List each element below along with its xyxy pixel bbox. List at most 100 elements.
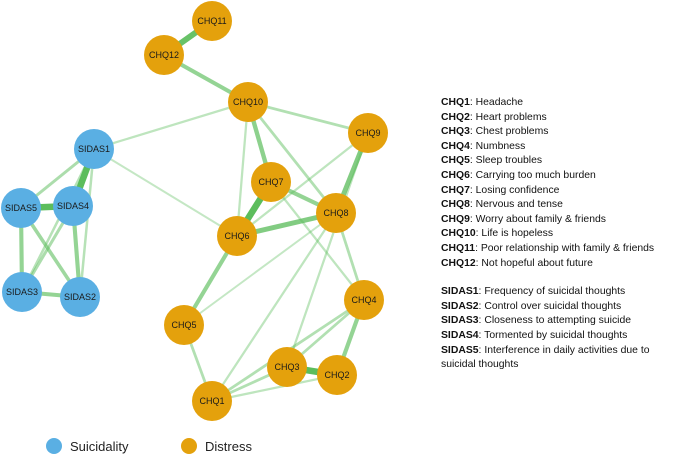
node-circle xyxy=(316,193,356,233)
node-sidas1: SIDAS1 xyxy=(74,129,114,169)
node-label: SIDAS5 xyxy=(5,203,37,213)
node-label: SIDAS3 xyxy=(6,287,38,297)
edge-chq10-chq9 xyxy=(246,100,370,135)
node-circle xyxy=(192,1,232,41)
node-sidas5: SIDAS5 xyxy=(1,188,41,228)
node-label: CHQ8 xyxy=(323,208,348,218)
key-description: : Numbness xyxy=(469,140,526,152)
node-circle xyxy=(144,35,184,75)
node-label: CHQ5 xyxy=(171,320,196,330)
key-row-chq11: CHQ11: Poor relationship with family & f… xyxy=(441,242,671,257)
node-circle xyxy=(60,277,100,317)
key-code: CHQ3 xyxy=(441,126,470,138)
key-row-chq5: CHQ5: Sleep troubles xyxy=(441,154,671,169)
node-circle xyxy=(1,188,41,228)
node-label: CHQ6 xyxy=(224,231,249,241)
node-sidas2: SIDAS2 xyxy=(60,277,100,317)
edge-sidas1-sidas2 xyxy=(78,147,96,299)
key-row-sidas5: SIDAS5: Interference in daily activities… xyxy=(441,344,671,373)
key-row-sidas3: SIDAS3: Closeness to attempting suicide xyxy=(441,314,671,329)
edge-chq10-sidas1 xyxy=(92,100,250,151)
key-row-chq2: CHQ2: Heart problems xyxy=(441,111,671,126)
edge-chq8-chq1 xyxy=(210,211,338,403)
node-chq8: CHQ8 xyxy=(316,193,356,233)
node-chq2: CHQ2 xyxy=(317,355,357,395)
key-description: : Not hopeful about future xyxy=(475,257,593,269)
key-description: : Sleep troubles xyxy=(469,155,543,167)
node-sidas3: SIDAS3 xyxy=(2,272,42,312)
edge-chq9-chq3 xyxy=(285,131,370,369)
edge-chq10-chq8 xyxy=(246,100,338,215)
key-description: : Carrying too much burden xyxy=(469,169,596,181)
node-chq3: CHQ3 xyxy=(267,347,307,387)
node-circle xyxy=(348,113,388,153)
node-label: CHQ2 xyxy=(324,370,349,380)
key-row-chq3: CHQ3: Chest problems xyxy=(441,125,671,140)
node-label: CHQ9 xyxy=(355,128,380,138)
edge-chq7-chq4 xyxy=(269,180,366,302)
key-row-chq8: CHQ8: Nervous and tense xyxy=(441,198,671,213)
node-chq7: CHQ7 xyxy=(251,162,291,202)
node-label: SIDAS4 xyxy=(57,201,89,211)
key-description: : Control over suicidal thoughts xyxy=(478,300,622,312)
node-circle xyxy=(251,162,291,202)
key-row-chq10: CHQ10: Life is hopeless xyxy=(441,227,671,242)
key-description: : Worry about family & friends xyxy=(469,213,606,225)
key-description: : Life is hopeless xyxy=(475,228,554,240)
node-circle xyxy=(317,355,357,395)
key-row-chq7: CHQ7: Losing confidence xyxy=(441,184,671,199)
legend-label-suicidality: Suicidality xyxy=(70,438,129,454)
key-spacer xyxy=(441,271,671,285)
node-circle xyxy=(217,216,257,256)
node-label: CHQ12 xyxy=(149,50,179,60)
node-chq10: CHQ10 xyxy=(228,82,268,122)
node-label: SIDAS2 xyxy=(64,292,96,302)
node-circle xyxy=(192,381,232,421)
node-circle xyxy=(228,82,268,122)
node-circle xyxy=(164,305,204,345)
key-description: : Poor relationship with family & friend… xyxy=(475,242,655,254)
key-description: : Nervous and tense xyxy=(469,199,563,211)
edge-chq8-chq5 xyxy=(183,212,337,326)
key-code: CHQ6 xyxy=(441,169,470,181)
key-row-sidas1: SIDAS1: Frequency of suicidal thoughts xyxy=(441,285,671,300)
edge-sidas1-sidas3 xyxy=(20,147,96,294)
legend-label-distress: Distress xyxy=(205,438,252,454)
distress-swatch xyxy=(181,438,197,454)
node-circle xyxy=(2,272,42,312)
node-circle xyxy=(74,129,114,169)
key-code: SIDAS1 xyxy=(441,286,479,298)
key-row-sidas2: SIDAS2: Control over suicidal thoughts xyxy=(441,300,671,315)
node-circle xyxy=(267,347,307,387)
node-chq9: CHQ9 xyxy=(348,113,388,153)
key-code: CHQ4 xyxy=(441,140,470,152)
node-chq4: CHQ4 xyxy=(344,280,384,320)
node-chq11: CHQ11 xyxy=(192,1,232,41)
node-label: CHQ3 xyxy=(274,362,299,372)
edge-chq2-chq1 xyxy=(210,373,339,403)
node-label: CHQ10 xyxy=(233,97,263,107)
key-row-chq1: CHQ1: Headache xyxy=(441,96,671,111)
node-chq1: CHQ1 xyxy=(192,381,232,421)
edge-sidas1-chq6 xyxy=(93,148,238,237)
key-description: : Losing confidence xyxy=(469,184,560,196)
node-circle xyxy=(344,280,384,320)
key-code: CHQ11 xyxy=(441,242,476,254)
node-label: CHQ1 xyxy=(199,396,224,406)
node-chq5: CHQ5 xyxy=(164,305,204,345)
key-description: : Heart problems xyxy=(469,111,547,123)
node-chq6: CHQ6 xyxy=(217,216,257,256)
key-code: CHQ7 xyxy=(441,184,470,196)
key-description: : Headache xyxy=(469,97,524,108)
key-code: SIDAS3 xyxy=(441,315,479,327)
node-chq12: CHQ12 xyxy=(144,35,184,75)
node-circle xyxy=(53,186,93,226)
node-label: CHQ11 xyxy=(197,16,226,26)
key-code: CHQ9 xyxy=(441,213,470,225)
key-code: CHQ8 xyxy=(441,199,470,211)
key-row-chq4: CHQ4: Numbness xyxy=(441,140,671,155)
node-label: CHQ4 xyxy=(351,295,376,305)
